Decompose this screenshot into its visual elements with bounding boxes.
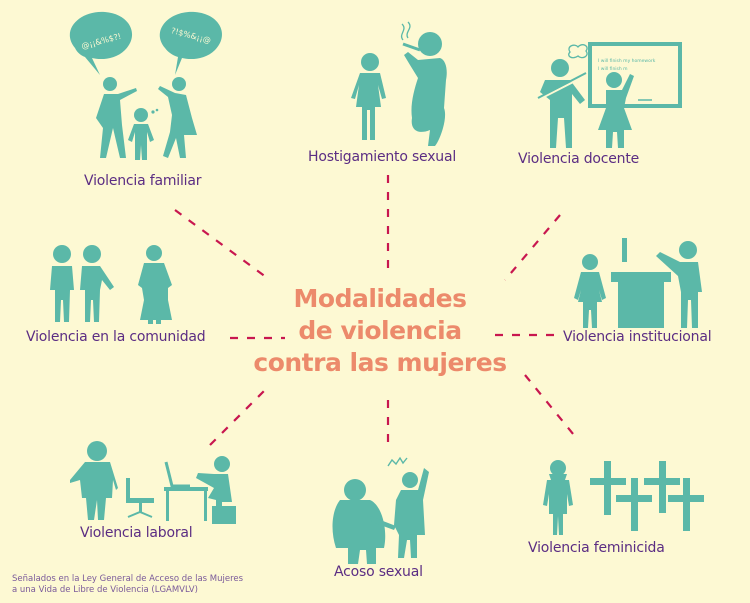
institution-desk-icon [574,238,702,328]
footnote-line-2: a una Vida de Libre de Violencia (LGAMVL… [12,585,198,595]
office-workplace-icon [70,441,236,524]
family-argument-icon: @¡¡&%$?! ?!$%&¡¡@ [69,11,223,160]
title-line-3: contra las mujeres [253,348,507,377]
footnote-line-1: Señalados en la Ley General de Acceso de… [12,574,244,584]
connector-lines [174,175,579,446]
title-line-2: de violencia [298,316,462,345]
svg-text:I will finish m: I will finish m [598,66,628,72]
community-people-icon [50,245,172,324]
woman-crosses-icon [543,460,704,535]
harassment-smoking-man-icon [351,21,447,146]
teacher-blackboard-icon: I will finish my homework I will finish … [537,42,682,148]
label-hostigamiento-sexual: Hostigamiento sexual [308,149,457,165]
footnote: Señalados en la Ley General de Acceso de… [12,574,243,596]
svg-text:I will finish my homework: I will finish my homework [598,58,656,64]
label-violencia-feminicida: Violencia feminicida [528,540,665,556]
label-violencia-institucional: Violencia institucional [563,329,712,345]
label-violencia-docente: Violencia docente [518,151,640,167]
title-line-1: Modalidades [293,284,467,313]
label-violencia-familiar: Violencia familiar [84,173,202,189]
sexual-assault-icon [332,456,429,564]
label-acoso-sexual: Acoso sexual [334,564,423,580]
page-title: Modalidades de violencia contra las muje… [230,283,530,379]
label-violencia-laboral: Violencia laboral [80,525,193,541]
label-violencia-comunidad: Violencia en la comunidad [26,329,206,345]
